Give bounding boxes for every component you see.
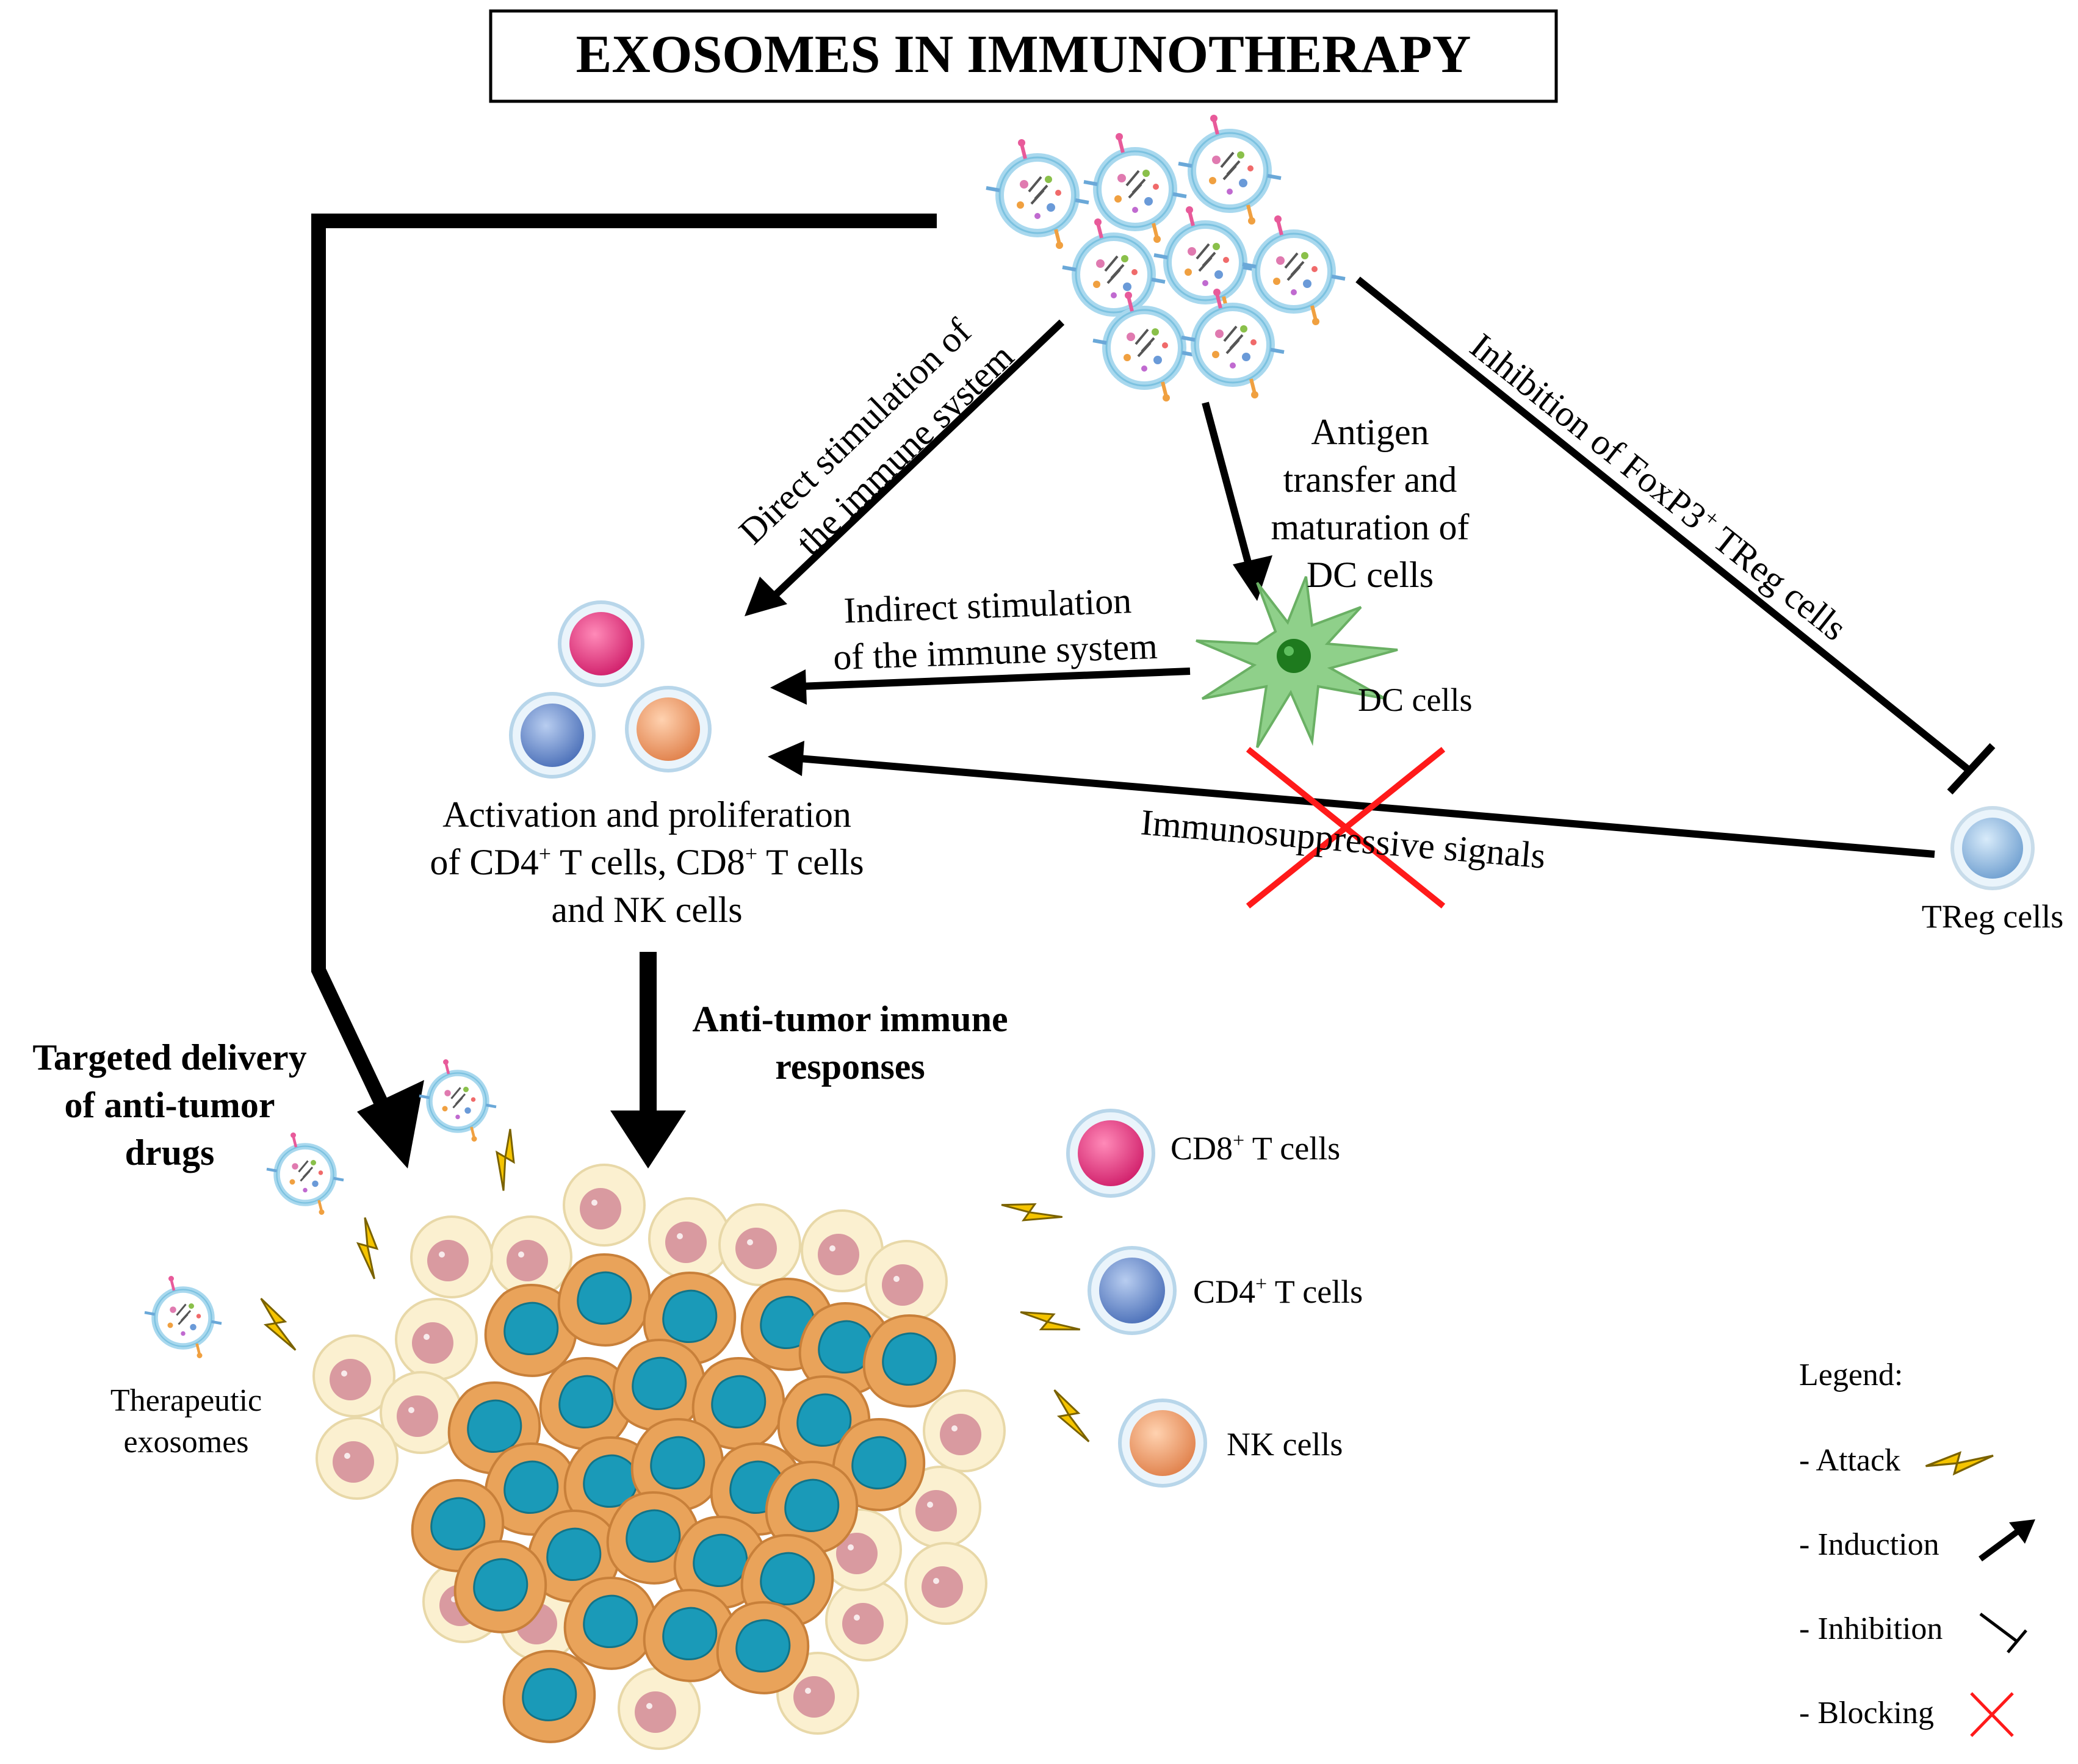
legend-attack-icon xyxy=(1924,1426,1994,1496)
direct-stimulation-arrowhead xyxy=(745,577,787,616)
anti-tumor-arrowhead xyxy=(610,1111,686,1168)
legend-blocking-icon xyxy=(1970,1692,2014,1737)
activation-label-1: Activation and proliferation xyxy=(442,794,851,835)
indirect-stimulation-arrow xyxy=(799,668,1191,690)
activation-label-2: of CD4+ T cells, CD8+ T cells xyxy=(430,841,864,882)
legend-attack-label: - Attack xyxy=(1799,1443,1900,1478)
targeted-delivery-arrowhead xyxy=(357,1080,424,1168)
targeted-label-3: drugs xyxy=(125,1132,215,1173)
antigen-transfer-arrow xyxy=(1202,401,1255,575)
title-box: EXOSOMES IN IMMUNOTHERAPY xyxy=(489,9,1558,103)
therapeutic-label-1: Therapeutic xyxy=(110,1383,262,1418)
inhibition-bar xyxy=(1947,743,1996,795)
cd8-t-cells-label: CD8+ T cells xyxy=(1171,1129,1340,1167)
immune-cell-cluster xyxy=(509,600,712,779)
cd4-cell-right xyxy=(1088,1246,1177,1335)
cd4-t-cells-label: CD4+ T cells xyxy=(1193,1273,1363,1310)
targeted-delivery-arrow xyxy=(311,214,937,1126)
page-title: EXOSOMES IN IMMUNOTHERAPY xyxy=(576,25,1471,84)
tumor-mass xyxy=(312,1164,1006,1750)
immunosuppressive-arrowhead xyxy=(768,741,804,776)
activation-label-3: and NK cells xyxy=(551,890,742,930)
dc-cell xyxy=(1196,576,1398,749)
targeted-label-2: of anti-tumor xyxy=(65,1085,275,1125)
cd8-cell-icon xyxy=(558,600,644,687)
anti-tumor-label-2: responses xyxy=(775,1046,925,1087)
inhibition-label: Inhibition of FoxP3+ TReg cells xyxy=(1463,325,1855,649)
therapeutic-label-2: exosomes xyxy=(123,1425,248,1460)
legend: Legend: - Attack - Induction - Inhibitio… xyxy=(1799,1358,2035,1737)
cd8-cell-right xyxy=(1066,1109,1155,1198)
targeted-label-1: Targeted delivery xyxy=(32,1037,306,1078)
exosome-cluster xyxy=(986,115,1345,401)
indirect-stimulation-arrowhead xyxy=(770,669,807,705)
legend-inhibition-icon xyxy=(1979,1613,2027,1654)
nk-cell-icon xyxy=(625,686,712,772)
anti-tumor-label-1: Anti-tumor immune xyxy=(692,999,1008,1039)
legend-inhibition-label: - Inhibition xyxy=(1799,1611,1943,1646)
blocking-x xyxy=(1246,747,1446,909)
direct-stimulation-arrow xyxy=(766,319,1065,604)
dc-cells-label: DC cells xyxy=(1358,682,1472,718)
legend-blocking-label: - Blocking xyxy=(1799,1696,1934,1730)
indirect-label-2: of the immune system xyxy=(832,626,1158,678)
antigen-transfer-arrowhead xyxy=(1233,555,1272,601)
antigen-label-1: Antigen xyxy=(1311,412,1429,452)
cd4-cell-icon xyxy=(509,692,596,779)
legend-induction-icon xyxy=(1979,1519,2035,1562)
legend-title: Legend: xyxy=(1799,1358,1903,1392)
antigen-label-4: DC cells xyxy=(1307,555,1434,595)
antigen-label-2: transfer and xyxy=(1283,459,1457,500)
treg-cells-label: TReg cells xyxy=(1922,898,2063,935)
indirect-label-1: Indirect stimulation xyxy=(843,580,1133,630)
nk-cells-label: NK cells xyxy=(1227,1426,1343,1463)
treg-cell-icon xyxy=(1950,806,2035,890)
immunosuppressive-arrow xyxy=(799,755,1935,858)
inhibition-line xyxy=(1355,276,1974,775)
antigen-label-3: maturation of xyxy=(1271,507,1470,547)
nk-cell-right xyxy=(1118,1399,1207,1488)
legend-induction-label: - Induction xyxy=(1799,1527,1939,1562)
